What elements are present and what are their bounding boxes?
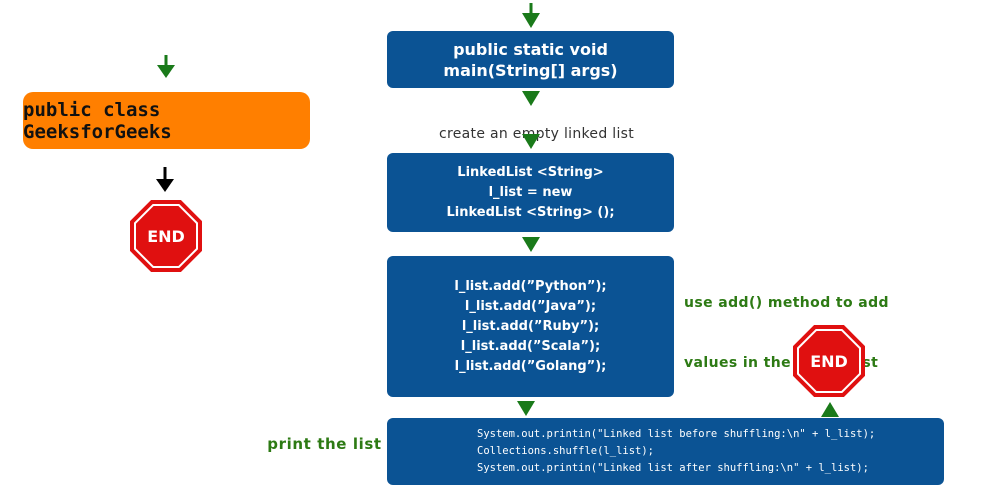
arrow-down-icon (522, 3, 540, 28)
end-stop-icon-class: END (130, 200, 202, 272)
end-stop-icon-main: END (793, 325, 865, 397)
add-values-caption: use add() method to add values in the li… (684, 295, 889, 371)
main-method-line: public static void (453, 39, 608, 59)
print-list-box: System.out.printin("Linked list before s… (387, 418, 944, 485)
print-line: Collections.shuffle(l_list); (477, 445, 655, 457)
class-label: public class GeeksforGeeks (23, 98, 172, 143)
linked-list-line: LinkedList <String> (); (446, 204, 615, 220)
linked-list-line: l_list = new (488, 184, 573, 200)
arrow-down-icon (157, 55, 175, 78)
add-line: l_list.add(”Ruby”); (461, 318, 600, 334)
print-list-caption: print the list (267, 435, 382, 453)
arrow-up-icon (821, 402, 839, 417)
arrow-down-icon (156, 167, 174, 192)
end-label: END (810, 351, 848, 371)
add-line: l_list.add(”Golang”); (454, 358, 607, 374)
main-method-line: main(String[] args) (443, 60, 618, 80)
end-label: END (147, 226, 185, 246)
linked-list-box: LinkedList <String> l_list = new LinkedL… (387, 153, 674, 232)
arrow-down-icon (522, 134, 540, 149)
arrow-down-icon (517, 401, 535, 416)
arrow-down-icon (522, 237, 540, 252)
add-line: l_list.add(”Python”); (454, 278, 607, 294)
arrow-down-icon (522, 91, 540, 106)
class-box: public class GeeksforGeeks (23, 92, 310, 149)
main-method-box: public static void main(String[] args) (387, 31, 674, 88)
print-line: System.out.printin("Linked list before s… (477, 428, 876, 440)
add-values-box: l_list.add(”Python”); l_list.add(”Java”)… (387, 256, 674, 397)
add-line: l_list.add(”Java”); (464, 298, 597, 314)
add-line: l_list.add(”Scala”); (460, 338, 601, 354)
print-line: System.out.printin("Linked list after sh… (477, 462, 869, 474)
linked-list-line: LinkedList <String> (457, 164, 604, 180)
